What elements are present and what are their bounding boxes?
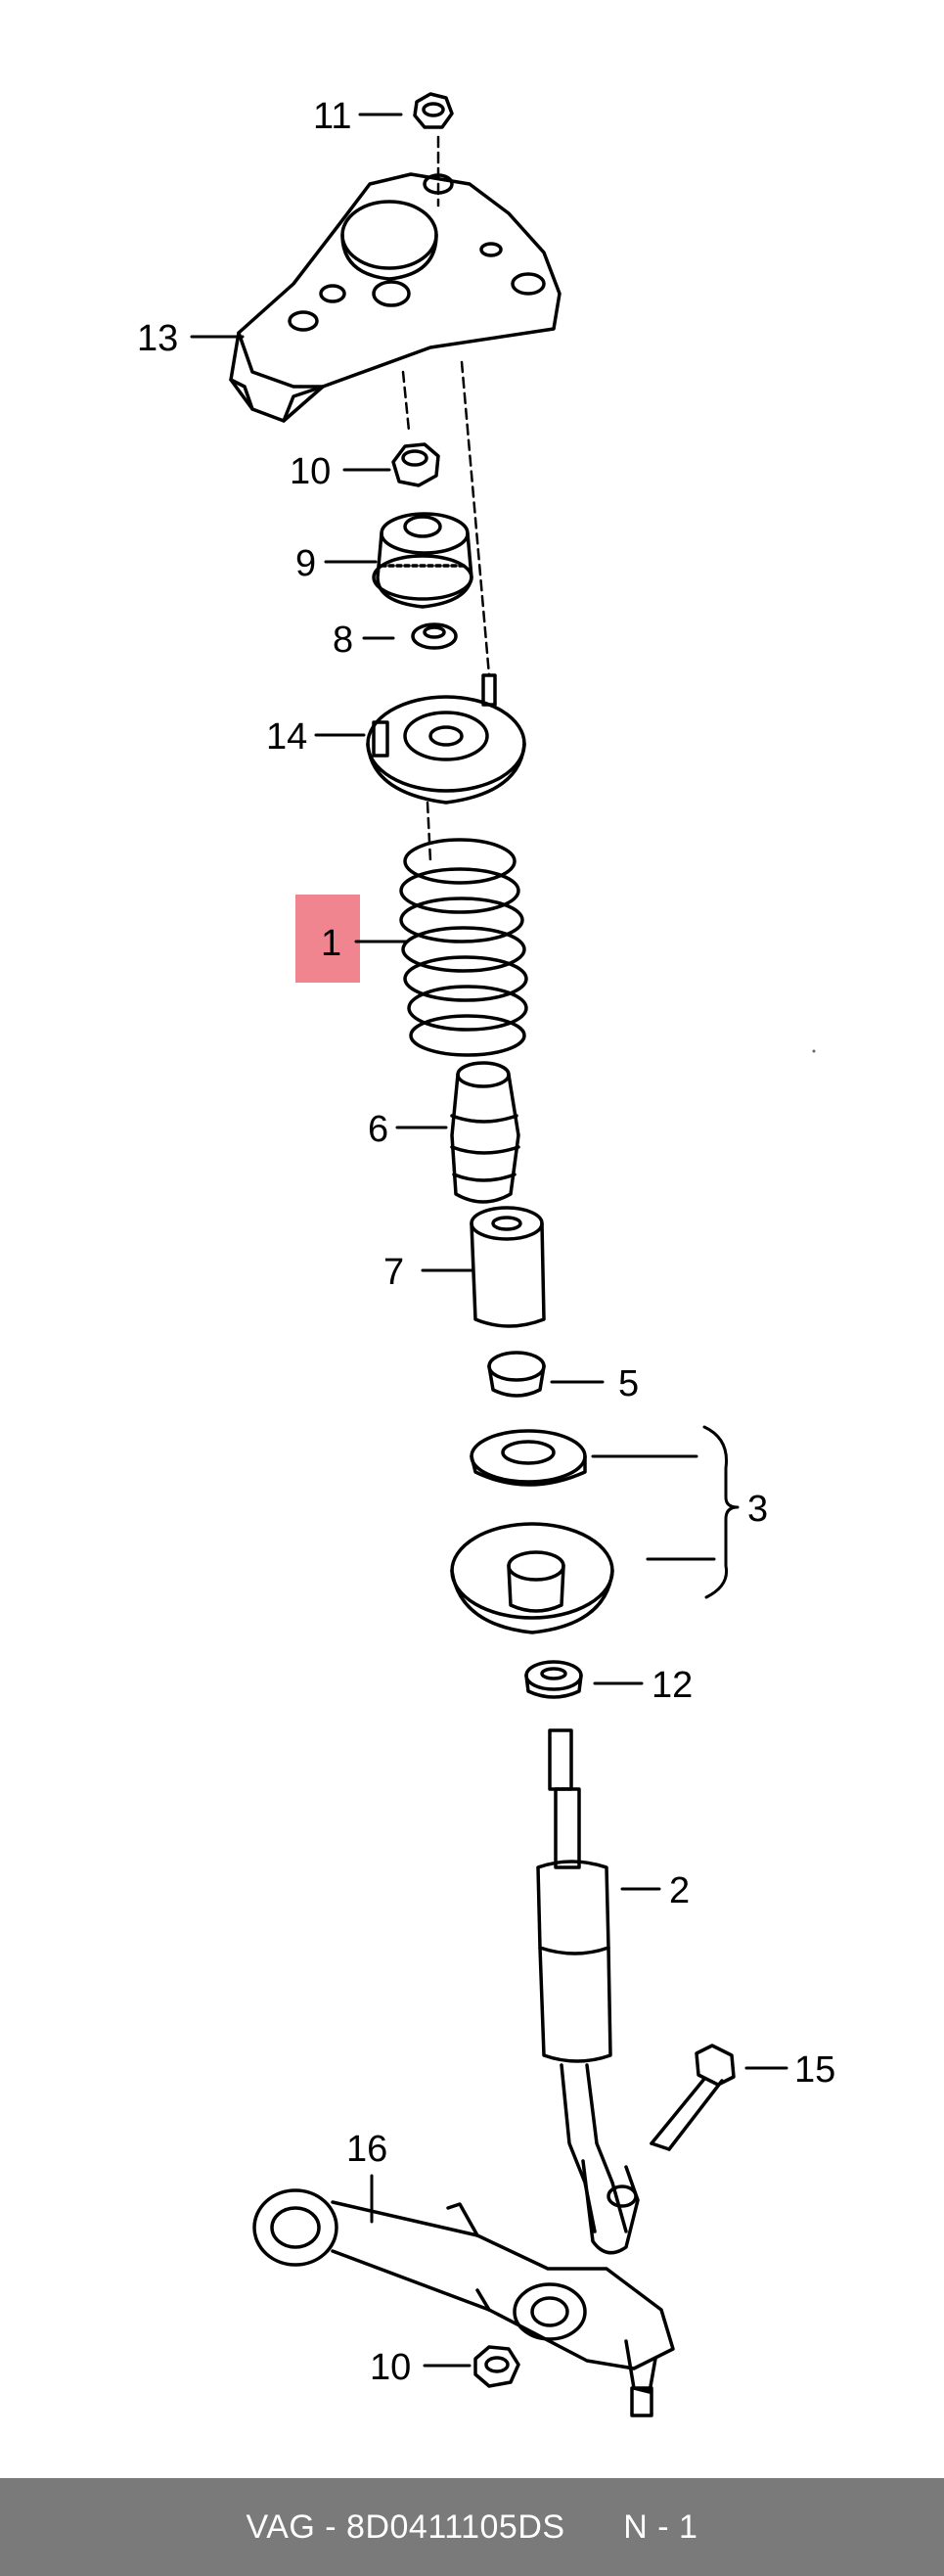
label-1: 1 (321, 923, 341, 964)
part-1-coil-spring (399, 838, 528, 1057)
part-10-upper-nut (391, 442, 440, 487)
part-9-bearing (372, 512, 473, 609)
label-10-upper: 10 (290, 451, 331, 492)
label-13: 13 (137, 318, 178, 359)
footer-spacer (565, 2508, 624, 2547)
part-labels: 11 13 10 9 8 14 1 6 7 5 3 12 2 15 16 10 (137, 96, 835, 2388)
label-16: 16 (346, 2129, 387, 2170)
label-15: 15 (794, 2049, 835, 2091)
label-2: 2 (669, 1870, 690, 1911)
part-1-highlight (295, 895, 360, 983)
part-8-washer (411, 622, 458, 650)
label-5: 5 (618, 1363, 639, 1404)
footer-part-code: VAG - 8D0411105DS (246, 2507, 565, 2546)
footer-bar: VAG - 8D0411105DS N - 1 (0, 2478, 944, 2576)
label-9: 9 (295, 543, 316, 584)
part-2-shock-absorber (536, 1728, 628, 2233)
part-3-spring-plates (450, 1429, 614, 1634)
part-11-nut (413, 92, 454, 129)
footer-position: N - 1 (623, 2507, 698, 2546)
stray-dot (812, 1049, 816, 1053)
label-8: 8 (333, 620, 353, 661)
part-5-sleeve (487, 1351, 546, 1398)
label-6: 6 (368, 1109, 388, 1150)
label-11: 11 (313, 96, 351, 137)
part-12-bushing (524, 1660, 583, 1699)
label-7: 7 (383, 1252, 404, 1293)
part-7-dust-tube (470, 1206, 546, 1328)
part-15-bolt (650, 2044, 736, 2151)
leader-lines (190, 113, 788, 2368)
part-14-spring-seat (366, 673, 526, 805)
label-3: 3 (747, 1489, 768, 1530)
shock-lower-eye (581, 2159, 640, 2255)
part-10-lower-nut (473, 2345, 520, 2388)
part-6-bump-stop (450, 1061, 520, 1204)
label-10-lower: 10 (370, 2347, 411, 2388)
label-12: 12 (652, 1665, 693, 1706)
part-16-control-arm (252, 2188, 675, 2417)
label-14: 14 (266, 716, 307, 758)
part-13-mount-plate (229, 172, 562, 423)
